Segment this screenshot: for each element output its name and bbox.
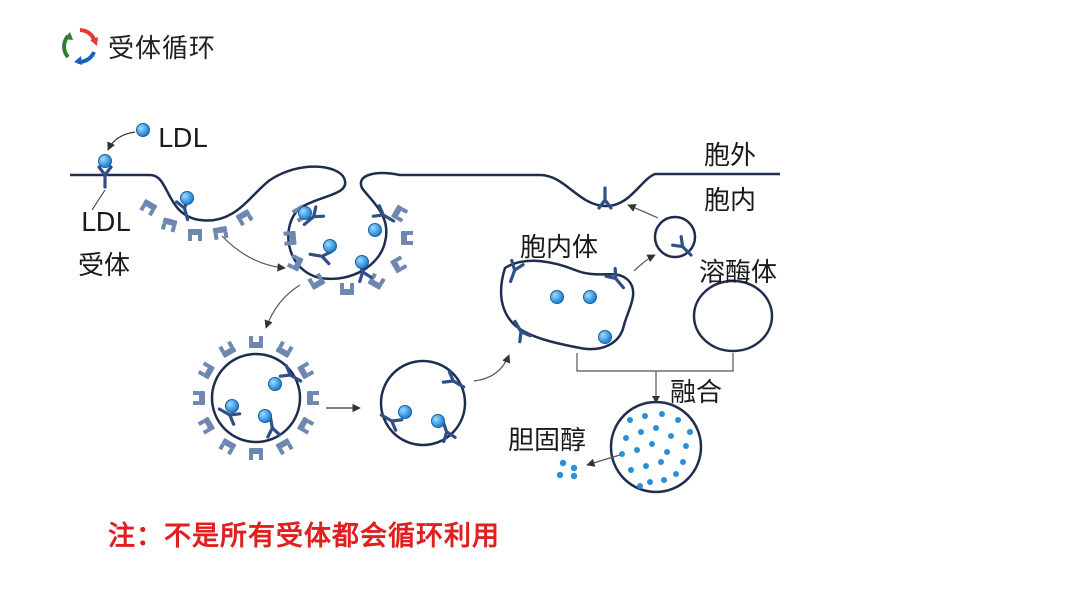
ldl-receptor-label-line2: 受体: [78, 251, 131, 281]
cholesterol-particle: [619, 451, 625, 457]
cholesterol-label: 胆固醇: [508, 426, 587, 456]
cholesterol-particle: [673, 471, 679, 477]
cholesterol-particle: [661, 477, 667, 483]
cholesterol-particle: [642, 413, 648, 419]
cholesterol-particle: [637, 483, 643, 489]
cholesterol-particle: [680, 459, 686, 465]
arrow-cholesterol-release: [586, 454, 621, 467]
ldl-particle: [136, 123, 150, 137]
arrow-recycling-to-membrane: [627, 204, 659, 219]
slide-header: 受体循环: [58, 24, 216, 68]
cholesterol-dots: [556, 459, 578, 480]
cholesterol-particle: [668, 433, 674, 439]
ldl-receptor-label-line1: LDL: [81, 208, 130, 238]
plasma-membrane: [70, 165, 780, 281]
cholesterol-particle: [627, 417, 633, 423]
ldl-label: LDL: [158, 124, 207, 154]
surface-receptor: [97, 165, 113, 189]
cholesterol-particle: [659, 411, 665, 417]
slide-title: 受体循环: [108, 33, 217, 64]
uncoated-vesicle: [379, 359, 467, 447]
recycle-arrows-icon: [62, 28, 98, 65]
cholesterol-particle: [649, 441, 655, 447]
coated-vesicle: [193, 336, 319, 460]
cholesterol-particle: [628, 467, 634, 473]
arrow-vesicle-to-endosome: [473, 354, 511, 382]
cholesterol-particle: [643, 463, 649, 469]
extracellular-label: 胞外: [704, 141, 757, 171]
fusion-bracket: [576, 353, 734, 398]
cholesterol-particle: [675, 417, 681, 423]
cholesterol-particle: [623, 435, 629, 441]
recycling-vesicle: [653, 215, 697, 259]
footnote: 注：不是所有受体都会循环利用: [108, 521, 500, 552]
intracellular-label: 胞内: [704, 186, 757, 216]
arrow-endosome-to-recycling: [633, 254, 656, 272]
lysosome-label: 溶酶体: [699, 258, 778, 288]
arrow-pit-to-deep-pit: [221, 235, 286, 272]
fusion-label: 融合: [670, 378, 723, 408]
lysosome: [692, 279, 774, 353]
cholesterol-particle: [638, 429, 644, 435]
endosome-label: 胞内体: [520, 233, 599, 263]
cholesterol-particle: [653, 425, 659, 431]
cholesterol-particle: [658, 459, 664, 465]
cholesterol-particle: [634, 447, 640, 453]
cholesterol-particle: [647, 479, 653, 485]
cholesterol-particle: [687, 429, 693, 435]
cholesterol-particle: [664, 449, 670, 455]
arrow-deep-pit-to-vesicle: [264, 284, 301, 329]
cholesterol-particle: [683, 443, 689, 449]
